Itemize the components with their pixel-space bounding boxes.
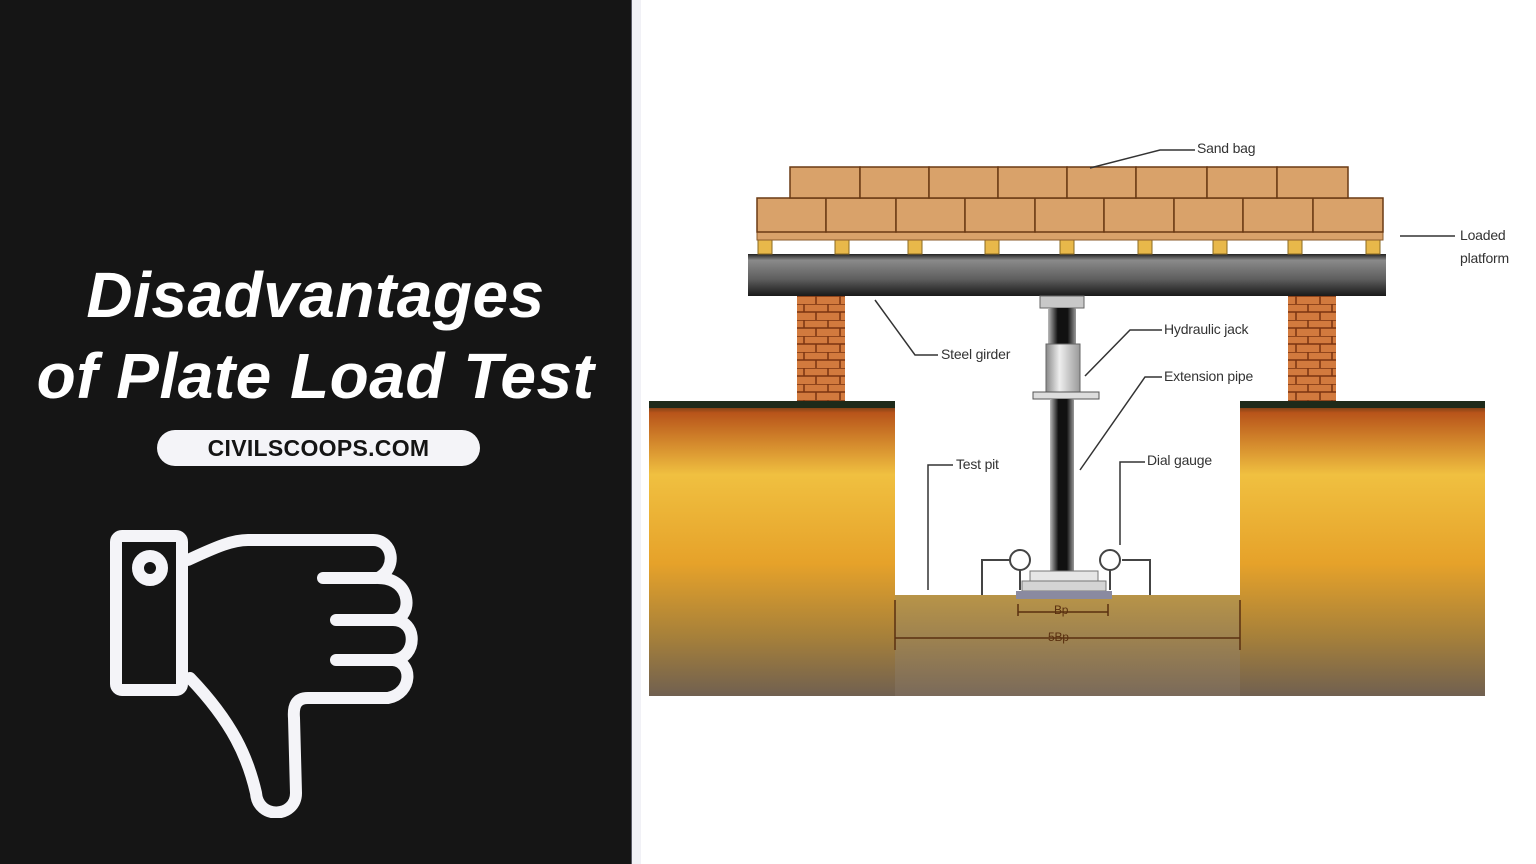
title-line-1: Disadvantages bbox=[86, 259, 545, 331]
label-loaded-platform-1: Loaded bbox=[1460, 227, 1506, 243]
sand-bags-upper bbox=[789, 166, 1349, 199]
label-pit-width: 5Bp bbox=[1048, 630, 1069, 644]
test-plate bbox=[1016, 591, 1112, 599]
steel-girder bbox=[748, 254, 1386, 296]
panel-divider bbox=[631, 0, 641, 864]
label-loaded-platform-2: platform bbox=[1460, 250, 1509, 266]
label-dial-gauge: Dial gauge bbox=[1147, 452, 1212, 468]
banner-panel: Disadvantages of Plate Load Test CIVILSC… bbox=[0, 0, 631, 864]
title-line-2: of Plate Load Test bbox=[36, 340, 595, 412]
soil-left bbox=[649, 401, 895, 696]
soil-right bbox=[1240, 401, 1485, 696]
site-name: CIVILSCOOPS.COM bbox=[207, 434, 430, 461]
extension-pipe bbox=[1050, 399, 1074, 571]
hydraulic-jack bbox=[1045, 343, 1081, 393]
label-sand-bag: Sand bag bbox=[1197, 140, 1256, 156]
label-extension-pipe: Extension pipe bbox=[1164, 368, 1254, 384]
label-plate-width: Bp bbox=[1054, 603, 1069, 617]
thumbs-down-icon bbox=[110, 530, 418, 818]
brick-column-left bbox=[797, 296, 845, 401]
label-hydraulic-jack: Hydraulic jack bbox=[1164, 321, 1249, 337]
site-badge: CIVILSCOOPS.COM bbox=[157, 430, 480, 466]
sand-bags-lower bbox=[756, 197, 1384, 233]
label-test-pit: Test pit bbox=[956, 456, 999, 472]
label-steel-girder: Steel girder bbox=[941, 346, 1011, 362]
brick-column-right bbox=[1288, 296, 1336, 401]
dial-gauges bbox=[981, 549, 1151, 595]
